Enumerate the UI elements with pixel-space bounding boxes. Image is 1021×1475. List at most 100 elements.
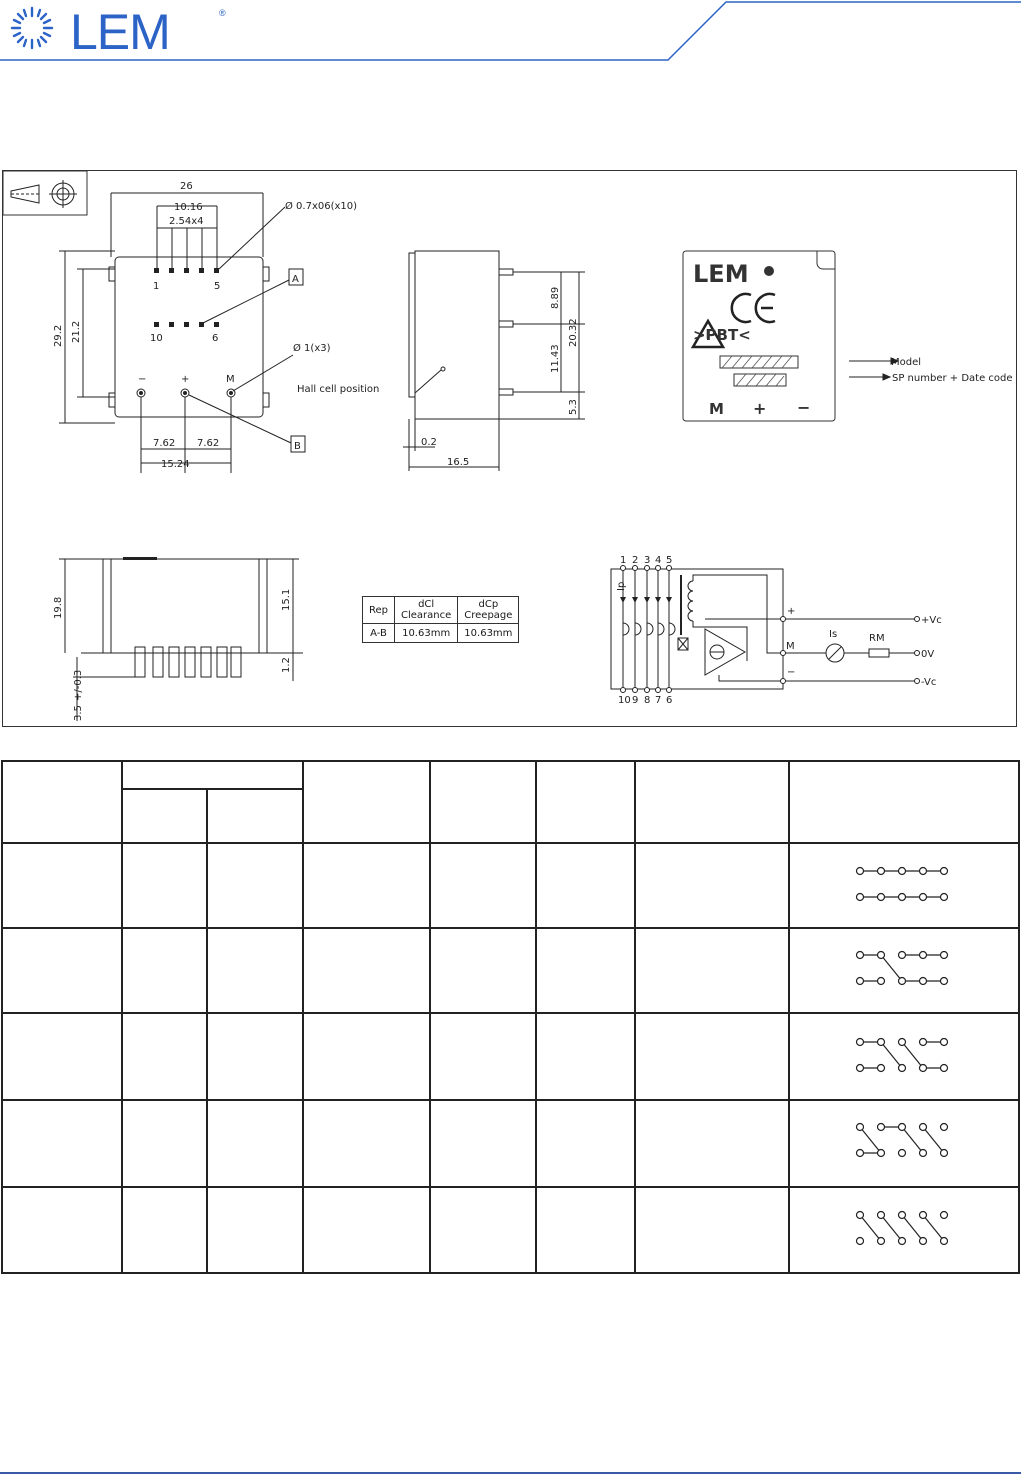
ins-header-dcp-title: dCp: [478, 599, 499, 610]
pin-1-label: 1: [153, 281, 159, 292]
ce-mark-icon: [730, 292, 752, 324]
table-cell: [206, 842, 304, 929]
table-subheader-row: [2, 788, 1019, 844]
schematic-pin-10: 10: [618, 695, 631, 706]
table-cell: [429, 927, 537, 1014]
table-cell: [429, 1012, 537, 1101]
connection-parallel-icon: [855, 866, 949, 902]
label-sign-minus: −: [797, 398, 810, 417]
table-cell: [429, 1186, 537, 1274]
table-row: [1, 927, 1020, 1014]
footer-rule: [0, 1472, 1021, 1474]
table-cell: [634, 1186, 790, 1274]
connection-series-2-icon: [855, 950, 949, 986]
table-cell: [429, 842, 537, 929]
connection-diagram-cell: [788, 1099, 1020, 1188]
dim-3-5-tolerance: +/-0.3: [73, 670, 84, 701]
projection-symbol-icon: [3, 171, 88, 216]
header-cell: [429, 760, 537, 844]
table-row: [1, 1099, 1020, 1188]
vc-zero-label: 0V: [921, 649, 934, 660]
schematic-pin-1: 1: [620, 555, 626, 566]
lem-sunburst-icon: [10, 6, 54, 50]
header-cell: [535, 760, 636, 844]
warning-triangle-icon: [690, 318, 726, 349]
table-cell: [634, 1099, 790, 1188]
dim-20-32: 20.32: [568, 318, 579, 347]
marker-b: B: [294, 441, 301, 452]
pin-6-label: 6: [212, 333, 218, 344]
callout-sp-number: SP number + Date code: [892, 373, 1013, 384]
vc-minus-label: -Vc: [921, 677, 936, 688]
dim-5-3: 5.3: [568, 399, 579, 415]
hall-cell-label: Hall cell position: [297, 384, 379, 395]
page-header: LEM ®: [0, 0, 1021, 70]
header-rule: [0, 1, 1021, 61]
connection-series-5-icon: [855, 1210, 949, 1246]
table-cell: [302, 1186, 431, 1274]
table-cell: [206, 1012, 304, 1101]
table-cell: [535, 1012, 636, 1101]
connection-diagram-cell: [788, 1186, 1020, 1274]
header-cell: [788, 760, 1020, 844]
pin-5-label: 5: [214, 281, 220, 292]
table-cell: [121, 927, 208, 1014]
table-cell: [302, 927, 431, 1014]
dim-15-24: 15.24: [161, 459, 190, 470]
dim-16-5: 16.5: [447, 457, 469, 468]
label-brand: LEM: [693, 260, 749, 288]
connection-diagram-cell: [788, 842, 1020, 929]
dim-3-5: 3.5: [73, 705, 84, 721]
rm-label: RM: [869, 633, 885, 644]
table-cell: [1, 1012, 123, 1101]
schematic-pin-3: 3: [644, 555, 650, 566]
schematic-pin-4: 4: [655, 555, 661, 566]
dim-7-62-left: 7.62: [153, 438, 175, 449]
ins-row-dcp: 10.63mm: [457, 623, 520, 643]
table-cell: [634, 927, 790, 1014]
table-row: [1, 1012, 1020, 1101]
is-label: Is: [829, 629, 837, 640]
connection-table: [1, 760, 1020, 1274]
bottom-view-labels: 19.8 15.1 1.2 3.5 +/-0.3: [53, 589, 292, 721]
ins-header-dcp-sub: Creepage: [464, 610, 513, 621]
schematic-pin-9: 9: [632, 695, 638, 706]
connection-diagram-cell: [788, 1012, 1020, 1101]
dim-0-2: 0.2: [421, 437, 437, 448]
schematic-pin-5: 5: [666, 555, 672, 566]
dim-hole-diameter: Ø 1(x3): [293, 342, 331, 354]
dim-height: 29.2: [53, 325, 64, 347]
header-cell: [206, 788, 304, 844]
ins-row-rep: A-B: [362, 623, 395, 643]
connection-diagram-cell: [788, 927, 1020, 1014]
header-graphic: LEM ®: [0, 1, 1021, 61]
header-cell: [121, 760, 304, 790]
marker-a: A: [292, 274, 299, 285]
schematic-pin-2: 2: [632, 555, 638, 566]
ins-header-rep: Rep: [362, 596, 395, 624]
node-minus: −: [787, 667, 795, 678]
vc-plus-label: +Vc: [921, 615, 942, 626]
table-cell: [1, 1099, 123, 1188]
table-cell: [302, 1099, 431, 1188]
sign-m: M: [226, 374, 235, 385]
dimension-drawing: 26 10.16 2.54x4 Ø 0.7x06(x10) 29.2 21.2 …: [2, 170, 1017, 727]
label-sign-m: M: [709, 400, 724, 418]
dim-pin-pitch: 2.54x4: [169, 216, 204, 227]
sign-minus: −: [138, 374, 146, 385]
connection-series-4-icon: [855, 1122, 949, 1158]
pin-10-label: 10: [150, 333, 163, 344]
header-cell: [302, 760, 431, 844]
dim-width: 26: [180, 181, 193, 192]
table-cell: [1, 927, 123, 1014]
callout-model: Model: [891, 357, 921, 368]
label-sign-plus: +: [753, 399, 766, 418]
schematic-pin-8: 8: [644, 695, 650, 706]
table-cell: [121, 1099, 208, 1188]
table-cell: [535, 842, 636, 929]
table-header-row: [1, 760, 1020, 844]
side-view-labels: Hall cell position 8.89 20.32 11.43 5.3 …: [297, 287, 579, 468]
ins-row-dcl: 10.63mm: [393, 623, 459, 643]
